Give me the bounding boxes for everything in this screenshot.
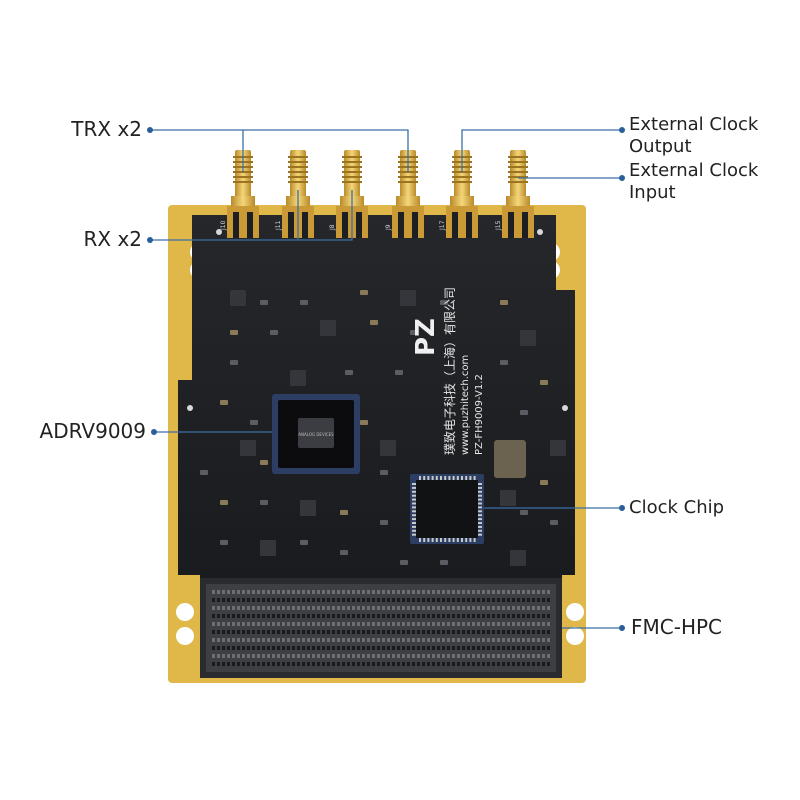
callout-adrv9009: ADRV9009: [39, 419, 146, 443]
smd-part: [360, 420, 368, 425]
crystal-oscillator: [494, 440, 526, 478]
ext-clock-output-line1: External Clock: [629, 114, 759, 135]
connector-ref-label: J17: [439, 220, 446, 231]
smd-part: [220, 540, 228, 545]
smd-part: [260, 500, 268, 505]
smd-part: [380, 440, 396, 456]
callout-clock-chip: Clock Chip: [629, 497, 725, 518]
smd-part: [250, 420, 258, 425]
mounting-holes: [187, 229, 568, 411]
callout-lines: [150, 129, 622, 629]
silkscreen-url: www.puzhitech.com: [460, 355, 471, 455]
clock-chip: [410, 474, 484, 544]
adrv9009-chip: ANALOG DEVICES: [272, 394, 360, 474]
smd-part: [440, 300, 448, 305]
sma-connector: J11: [275, 150, 314, 238]
smd-part: [520, 510, 528, 515]
smd-part: [300, 540, 308, 545]
silkscreen-model: PZ-FH9009-V1.2: [474, 374, 485, 455]
smd-part: [500, 490, 516, 506]
smd-part: [380, 470, 388, 475]
callout-trx: TRX x2: [71, 117, 142, 141]
smd-part: [345, 370, 353, 375]
sma-connector: J17: [439, 150, 478, 238]
callout-fmc-hpc: FMC-HPC: [631, 615, 723, 639]
smd-part: [260, 460, 268, 465]
smd-part: [440, 560, 448, 565]
smd-part: [200, 470, 208, 475]
smd-part: [340, 550, 348, 555]
connector-ref-label: J8: [329, 224, 336, 231]
callout-ext-clock-output: External Clock Output: [629, 114, 758, 158]
ext-clock-input-line2: Input: [629, 182, 676, 203]
smd-part: [220, 400, 228, 405]
smd-part: [400, 290, 416, 306]
smd-part: [370, 320, 378, 325]
adrv-chip-text: ANALOG DEVICES: [298, 432, 334, 437]
smd-part: [540, 380, 548, 385]
sma-connector: J10: [220, 150, 259, 238]
silkscreen-company: 璞致电子科技（上海）有限公司: [442, 287, 457, 455]
smd-part: [260, 300, 268, 305]
smd-part: [220, 500, 228, 505]
smd-part: [550, 440, 566, 456]
smd-components: [200, 290, 566, 566]
smd-part: [320, 320, 336, 336]
rx-leader-line: [150, 190, 353, 241]
smd-part: [290, 370, 306, 386]
smd-part: [300, 500, 316, 516]
smd-part: [410, 330, 418, 335]
sma-connector: J15: [495, 150, 534, 238]
smd-part: [500, 360, 508, 365]
callout-dots: [147, 127, 625, 631]
smd-part: [230, 360, 238, 365]
connector-ref-label: J11: [275, 220, 282, 231]
ext-clock-output-line2: Output: [629, 136, 692, 157]
smd-part: [510, 550, 526, 566]
fmc-hpc-connector: [200, 578, 562, 678]
connector-ref-label: J15: [495, 220, 502, 231]
smd-part: [340, 510, 348, 515]
silkscreen: 璞致电子科技（上海）有限公司 www.puzhitech.com PZ-FH90…: [442, 287, 485, 455]
sma-connector: J8: [329, 150, 368, 238]
smd-part: [380, 520, 388, 525]
smd-part: [395, 370, 403, 375]
connector-ref-label: J9: [385, 224, 392, 231]
sma-connector: J9: [385, 150, 424, 238]
ext-clock-out-leader-line: [461, 129, 622, 172]
sma-connectors: J10 J11 J8 J9 J17 J15: [220, 150, 534, 238]
smd-part: [300, 300, 308, 305]
callout-ext-clock-input: External Clock Input: [629, 160, 758, 204]
smd-part: [520, 330, 536, 346]
smd-part: [500, 300, 508, 305]
smd-part: [540, 480, 548, 485]
pz-logo: PZ: [411, 318, 441, 356]
pcb-body: [178, 215, 575, 672]
smd-part: [230, 290, 246, 306]
trx-leader-line: [150, 129, 409, 172]
connector-ref-label: J10: [220, 220, 227, 231]
callout-rx: RX x2: [83, 227, 142, 251]
smd-part: [240, 440, 256, 456]
smd-part: [520, 410, 528, 415]
smd-part: [360, 290, 368, 295]
smd-part: [400, 560, 408, 565]
smd-part: [550, 520, 558, 525]
smd-part: [230, 330, 238, 335]
smd-part: [260, 540, 276, 556]
smd-part: [270, 330, 278, 335]
ext-clock-input-line1: External Clock: [629, 160, 759, 181]
